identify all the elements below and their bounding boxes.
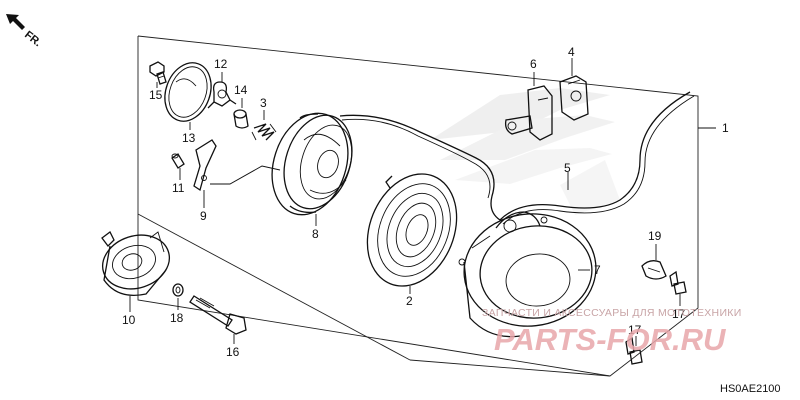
part-9-pawl bbox=[193, 139, 217, 192]
callout-17-upper: 17 bbox=[672, 307, 686, 321]
watermark-tagline: ЗАПЧАСТИ И АКСЕССУАРЫ ДЛЯ МОТОТЕХНИКИ bbox=[482, 307, 742, 319]
callout-4: 4 bbox=[568, 45, 575, 59]
callout-19: 19 bbox=[648, 229, 662, 243]
callout-10: 10 bbox=[122, 313, 136, 327]
callout-9: 9 bbox=[200, 209, 207, 223]
callout-8: 8 bbox=[312, 227, 319, 241]
callout-17-lower: 17 bbox=[628, 323, 642, 337]
part-5-rope bbox=[339, 91, 695, 225]
callout-2: 2 bbox=[406, 294, 413, 308]
brand-wing-background bbox=[430, 88, 620, 215]
part-3-spring bbox=[251, 123, 277, 141]
callout-18: 18 bbox=[170, 311, 184, 325]
part-7-case bbox=[458, 211, 597, 338]
assembly-frame-bottom bbox=[137, 213, 411, 361]
part-8-reel bbox=[271, 112, 353, 216]
front-direction-arrow-icon bbox=[6, 14, 25, 30]
part-15-bolt bbox=[149, 61, 167, 85]
leader-9-to-8 bbox=[210, 165, 281, 185]
callout-12: 12 bbox=[214, 57, 228, 71]
callout-14: 14 bbox=[234, 83, 248, 97]
assembly-frame-bottom-2 bbox=[409, 359, 611, 377]
part-19-clip bbox=[641, 260, 667, 280]
callout-7: 7 bbox=[594, 263, 601, 277]
part-14-collar bbox=[233, 109, 249, 129]
callout-3: 3 bbox=[260, 96, 267, 110]
callout-5: 5 bbox=[564, 161, 571, 175]
callout-1: 1 bbox=[722, 121, 729, 135]
callout-16: 16 bbox=[226, 345, 240, 359]
part-16-long-bolt bbox=[189, 295, 247, 335]
part-10-pulley bbox=[101, 231, 170, 297]
callout-15: 15 bbox=[149, 88, 163, 102]
callout-6: 6 bbox=[530, 57, 537, 71]
watermark-brand: PARTS-FOR.RU bbox=[494, 322, 727, 357]
assembly-frame bbox=[137, 35, 699, 377]
diagram-code: HS0AE2100 bbox=[720, 383, 781, 395]
part-2-spiral-spring bbox=[366, 173, 458, 287]
part-18-washer bbox=[172, 283, 184, 297]
part-11-pin bbox=[171, 153, 185, 169]
part-13-plate bbox=[164, 62, 212, 122]
part-4-grip bbox=[559, 75, 589, 121]
direction-label: FR. bbox=[22, 29, 43, 49]
part-12-nut bbox=[207, 81, 237, 109]
part-17-bolt-upper bbox=[669, 270, 687, 295]
callout-13: 13 bbox=[182, 131, 196, 145]
part-6-handle bbox=[504, 85, 553, 141]
part-17-bolt-lower bbox=[625, 336, 643, 365]
callout-11: 11 bbox=[172, 181, 185, 195]
